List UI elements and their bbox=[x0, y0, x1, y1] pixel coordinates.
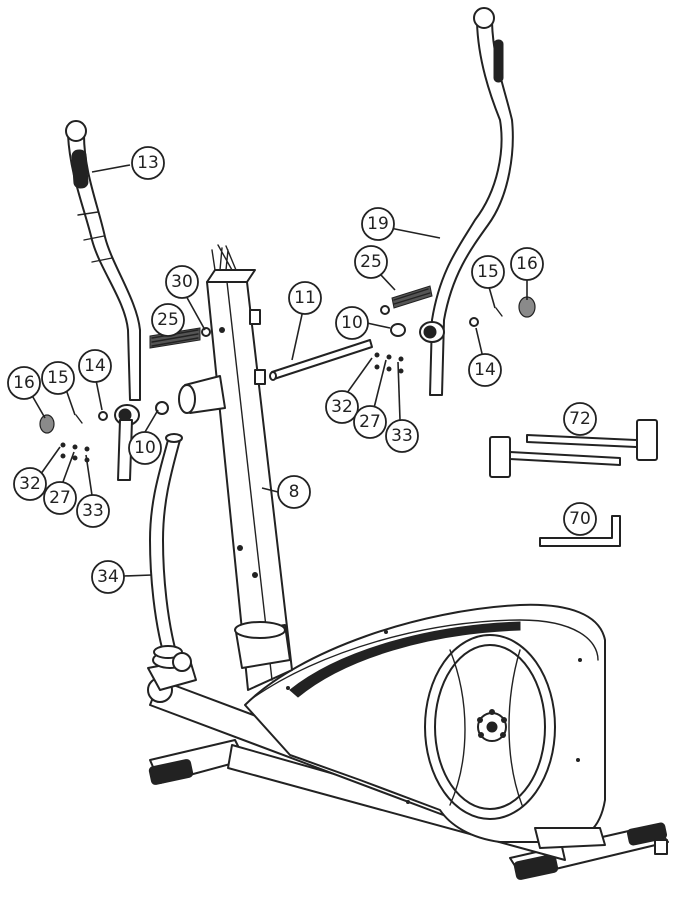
callout-70-label: 70 bbox=[569, 509, 591, 529]
callout-15-left: 15 bbox=[41, 361, 75, 395]
callout-33-right: 33 bbox=[385, 419, 419, 453]
callout-13-label: 13 bbox=[137, 153, 159, 173]
callout-14-right: 14 bbox=[468, 353, 502, 387]
callout-30: 30 bbox=[165, 265, 199, 299]
callout-70: 70 bbox=[563, 502, 597, 536]
callout-25-right-label: 25 bbox=[360, 252, 382, 272]
callout-33-left-label: 33 bbox=[82, 501, 104, 521]
callout-30-label: 30 bbox=[171, 272, 193, 292]
callout-72: 72 bbox=[563, 402, 597, 436]
callout-32-left: 32 bbox=[13, 467, 47, 501]
callout-33-right-label: 33 bbox=[391, 426, 413, 446]
hex-key-70 bbox=[539, 515, 621, 547]
callout-11-label: 11 bbox=[294, 288, 316, 308]
flywheel-housing bbox=[244, 603, 606, 849]
callout-11: 11 bbox=[288, 281, 322, 315]
upright-post bbox=[178, 244, 293, 691]
callout-14-left: 14 bbox=[78, 349, 112, 383]
right-handlebar bbox=[419, 7, 514, 396]
callout-16-right: 16 bbox=[510, 247, 544, 281]
callout-10-left: 10 bbox=[128, 431, 162, 465]
callout-16-right-label: 16 bbox=[516, 254, 538, 274]
callout-32-right-label: 32 bbox=[331, 397, 353, 417]
callout-15-right-label: 15 bbox=[477, 262, 499, 282]
callout-16-left-label: 16 bbox=[13, 373, 35, 393]
callout-25-right: 25 bbox=[354, 245, 388, 279]
callout-25-left-label: 25 bbox=[157, 310, 179, 330]
callout-10-right: 10 bbox=[335, 306, 369, 340]
callout-13: 13 bbox=[131, 146, 165, 180]
callout-27-left-label: 27 bbox=[49, 488, 71, 508]
callout-10-left-label: 10 bbox=[134, 438, 156, 458]
callout-33-left: 33 bbox=[76, 494, 110, 528]
axle-rod bbox=[269, 339, 373, 381]
callout-27-left: 27 bbox=[43, 481, 77, 515]
callout-32-left-label: 32 bbox=[19, 474, 41, 494]
callout-8-label: 8 bbox=[289, 482, 300, 502]
callout-19-label: 19 bbox=[367, 214, 389, 234]
callout-15-right: 15 bbox=[471, 255, 505, 289]
callout-15-left-label: 15 bbox=[47, 368, 69, 388]
callout-32-right: 32 bbox=[325, 390, 359, 424]
wrench-tool-72 bbox=[489, 419, 658, 478]
callout-34-label: 34 bbox=[97, 567, 119, 587]
callout-14-left-label: 14 bbox=[84, 356, 106, 376]
callout-10-right-label: 10 bbox=[341, 313, 363, 333]
callout-14-right-label: 14 bbox=[474, 360, 496, 380]
left-hardware bbox=[39, 327, 211, 463]
lower-pedal-arm bbox=[149, 433, 192, 672]
callout-72-label: 72 bbox=[569, 409, 591, 429]
callout-27-right: 27 bbox=[353, 405, 387, 439]
callout-19: 19 bbox=[361, 207, 395, 241]
callout-8: 8 bbox=[277, 475, 311, 509]
callout-34: 34 bbox=[91, 560, 125, 594]
right-hardware bbox=[374, 285, 536, 374]
callout-16-left: 16 bbox=[7, 366, 41, 400]
left-handlebar bbox=[65, 120, 141, 481]
callout-25-left: 25 bbox=[151, 303, 185, 337]
callout-27-right-label: 27 bbox=[359, 412, 381, 432]
callouts: 13 19 25 25 30 11 10 10 15 15 16 16 14 1… bbox=[7, 146, 597, 594]
